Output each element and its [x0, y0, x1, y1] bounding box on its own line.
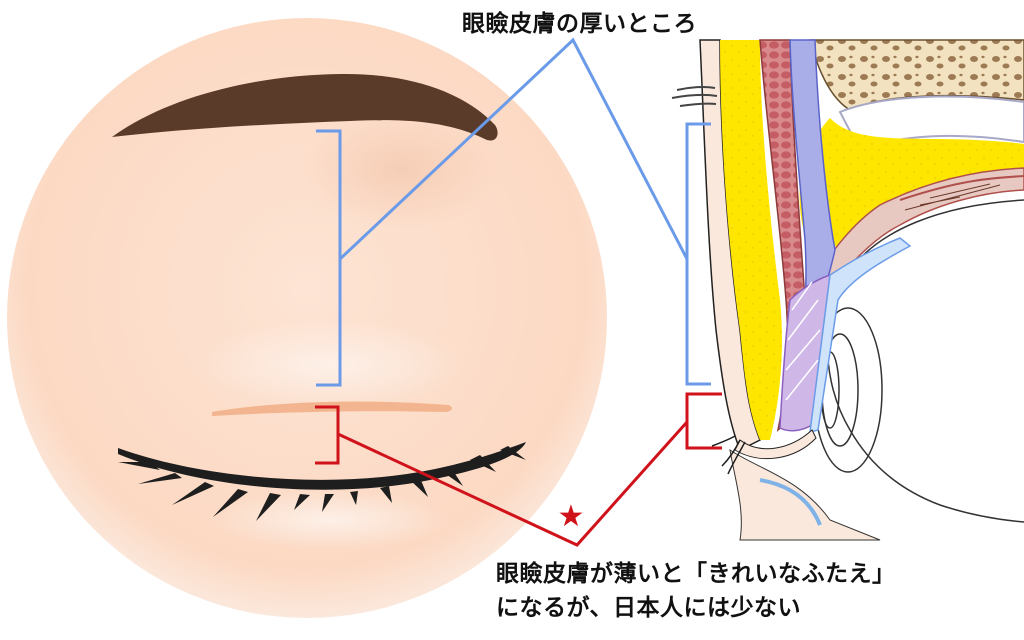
thin-skin-label: 眼瞼皮膚が薄いと「きれいなふたえ」 になるが、日本人には少ない: [496, 557, 896, 625]
thick-skin-leader-line: [338, 37, 689, 261]
section-eyelashes: [711, 435, 746, 475]
thin-skin-callout: [315, 392, 722, 547]
eyeball: [826, 199, 1024, 523]
orbital-fat: [799, 118, 1024, 250]
conjunctiva: [809, 237, 912, 433]
thick-skin-label: 眼瞼皮膚の厚いところ: [462, 11, 697, 37]
lower-lid-skin: [729, 448, 881, 541]
thin-skin-leader-line: [337, 421, 689, 547]
subcutaneous-fat: [720, 40, 782, 440]
thin-skin-label-line2: になるが、日本人には少ない: [496, 595, 802, 621]
thin-skin-bracket-right: [685, 392, 722, 450]
eyelashes: [118, 446, 526, 521]
eyebrow: [112, 73, 498, 141]
thin-skin-label-line1: 眼瞼皮膚が薄いと「きれいなふたえ」: [496, 561, 896, 587]
thick-skin-bracket-right: [685, 122, 711, 386]
thick-skin-callout: [316, 37, 711, 387]
brow-shadow: [300, 110, 500, 230]
closed-lid-line: [118, 442, 526, 490]
closed-eye-illustration: [7, 18, 607, 618]
eyelid-cross-section: [671, 39, 1024, 541]
eyelid-highlight: [195, 320, 465, 410]
star-marker: ★: [558, 499, 585, 534]
brow-hair: [671, 85, 718, 107]
lid-margin: [734, 429, 817, 460]
eyelid-crease: [212, 401, 452, 416]
